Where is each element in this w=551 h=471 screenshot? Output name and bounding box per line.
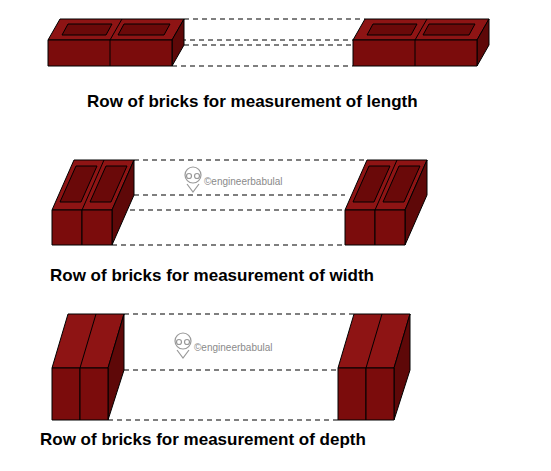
watermark: ©engineerbabulal xyxy=(194,342,273,353)
row-caption: Row of bricks for measurement of depth xyxy=(40,430,366,450)
watermark: ©engineerbabulal xyxy=(204,176,283,187)
row-caption: Row of bricks for measurement of width xyxy=(50,266,374,286)
row-caption: Row of bricks for measurement of length xyxy=(87,92,418,112)
